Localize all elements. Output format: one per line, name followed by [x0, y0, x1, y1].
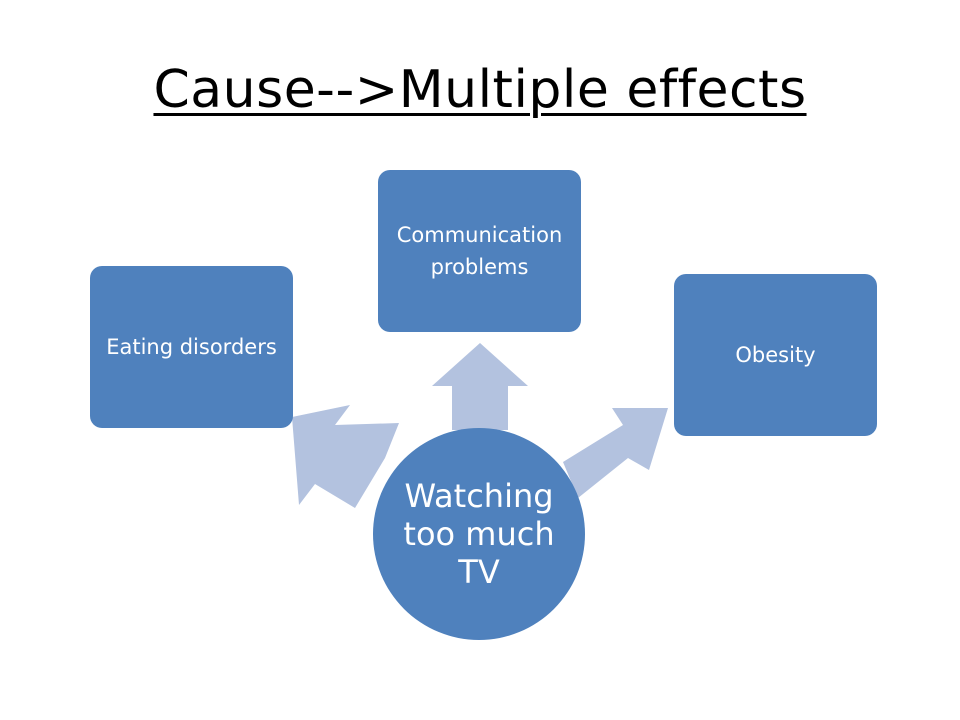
effect-box-eating-disorders: Eating disorders [90, 266, 293, 428]
effect-box-obesity: Obesity [674, 274, 877, 436]
arrow-left [292, 405, 399, 508]
arrow-up [432, 343, 528, 430]
cause-label: Watching too much TV [403, 477, 555, 591]
effect-label: Obesity [735, 343, 816, 367]
effect-label: Eating disorders [106, 335, 277, 359]
effect-label: Communication problems [396, 223, 563, 279]
cause-circle: Watching too much TV [373, 428, 585, 640]
effect-box-communication-problems: Communication problems [378, 170, 581, 332]
slide-title: Cause-->Multiple effects [153, 60, 807, 120]
arrow-right [563, 408, 668, 498]
